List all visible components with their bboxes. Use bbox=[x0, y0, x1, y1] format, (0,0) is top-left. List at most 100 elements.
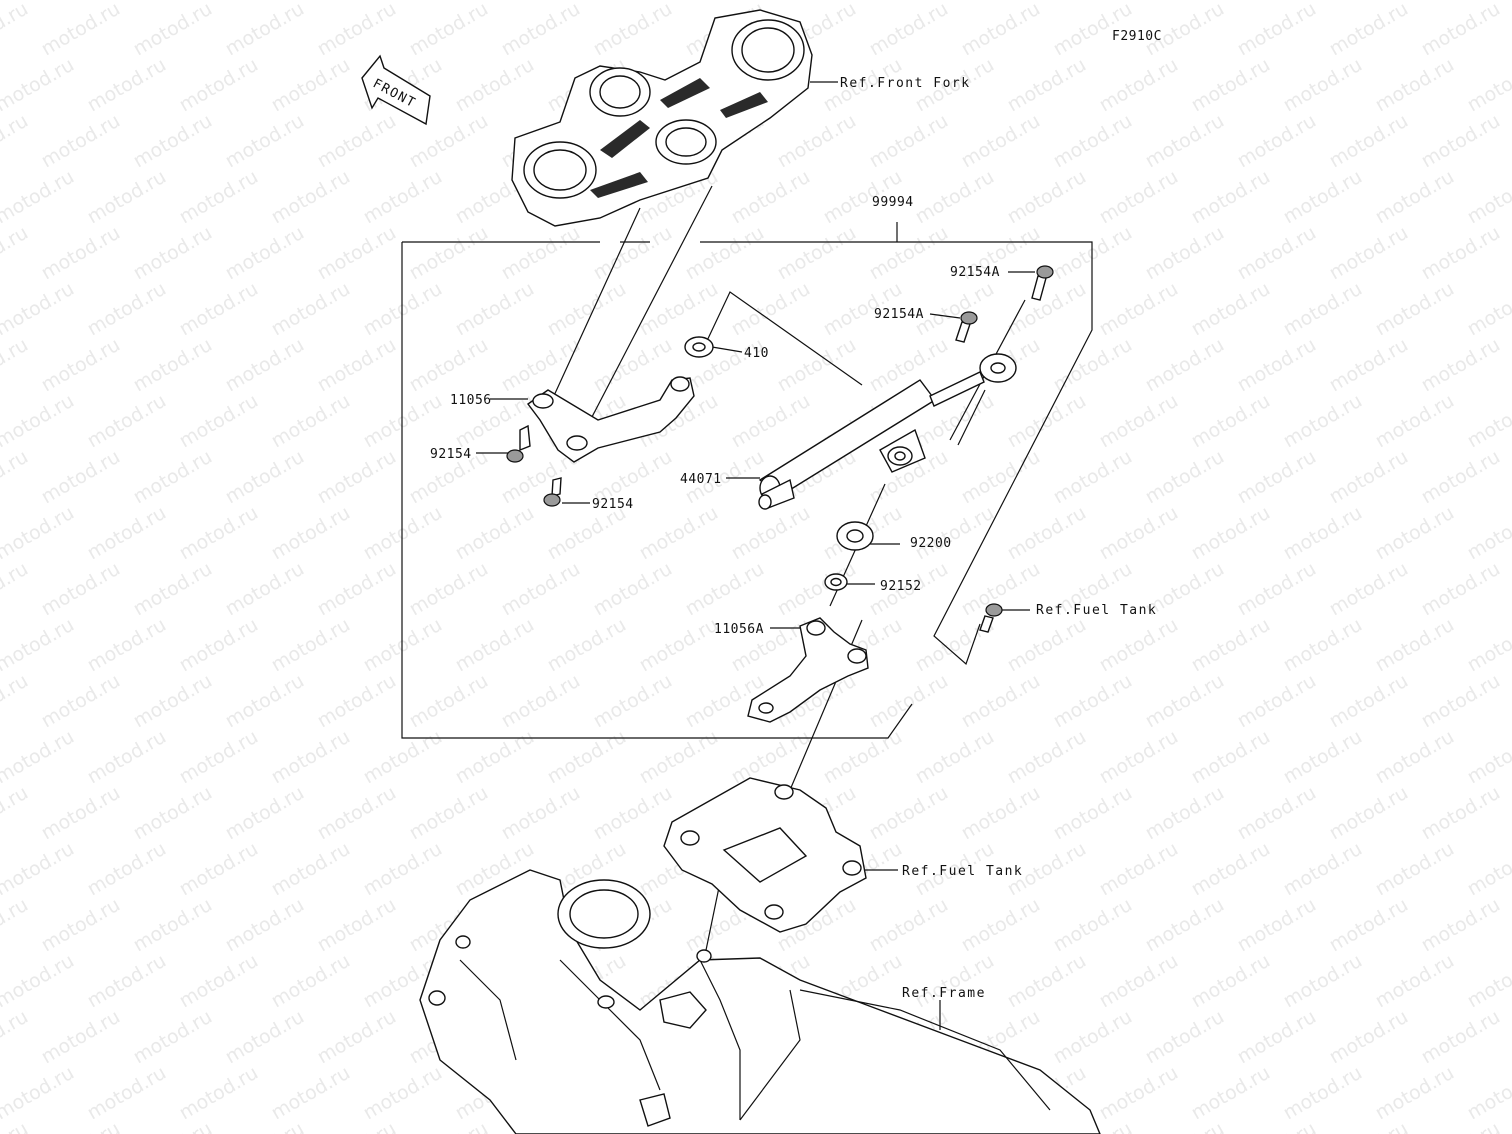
watermark-text: motod.ru bbox=[1096, 502, 1182, 565]
screw-92154-1 bbox=[506, 424, 531, 463]
watermark-text: motod.ru bbox=[820, 726, 906, 789]
watermark-text: motod.ru bbox=[0, 446, 32, 509]
watermark-text: motod.ru bbox=[958, 670, 1044, 733]
watermark-text: motod.ru bbox=[1050, 1006, 1136, 1069]
watermark-text: motod.ru bbox=[1004, 502, 1090, 565]
watermark-text: motod.ru bbox=[1234, 446, 1320, 509]
watermark-text: motod.ru bbox=[590, 670, 676, 733]
label-screw-92154A-1: 92154A bbox=[950, 265, 1000, 280]
watermark-text: motod.ru bbox=[1096, 54, 1182, 117]
watermark-text: motod.ru bbox=[728, 390, 814, 453]
watermark-text: motod.ru bbox=[1188, 54, 1274, 117]
watermark-text: motod.ru bbox=[360, 614, 446, 677]
watermark-text: motod.ru bbox=[360, 502, 446, 565]
watermark-text: motod.ru bbox=[1372, 278, 1458, 341]
watermark-text: motod.ru bbox=[1050, 446, 1136, 509]
watermark-text: motod.ru bbox=[1188, 0, 1274, 4]
watermark-text: motod.ru bbox=[498, 558, 584, 621]
watermark-text: motod.ru bbox=[0, 1006, 32, 1069]
watermark-text: motod.ru bbox=[1142, 222, 1228, 285]
watermark-text: motod.ru bbox=[1326, 1006, 1412, 1069]
watermark-text: motod.ru bbox=[728, 166, 814, 229]
watermark-text: motod.ru bbox=[912, 0, 998, 4]
watermark-text: motod.ru bbox=[1326, 446, 1412, 509]
watermark-text: motod.ru bbox=[1372, 950, 1458, 1013]
watermark-text: motod.ru bbox=[314, 670, 400, 733]
watermark-text: motod.ru bbox=[314, 334, 400, 397]
watermark-text: motod.ru bbox=[912, 726, 998, 789]
steering-damper-44071 bbox=[758, 353, 1017, 510]
watermark-text: motod.ru bbox=[84, 1062, 170, 1125]
watermark-text: motod.ru bbox=[1050, 894, 1136, 957]
watermark-text: motod.ru bbox=[268, 166, 354, 229]
watermark-text: motod.ru bbox=[544, 726, 630, 789]
watermark-text: motod.ru bbox=[1096, 614, 1182, 677]
watermark-text: motod.ru bbox=[1280, 726, 1366, 789]
watermark-text: motod.ru bbox=[1188, 390, 1274, 453]
watermark-text: motod.ru bbox=[1096, 726, 1182, 789]
watermark-text: motod.ru bbox=[1372, 54, 1458, 117]
label-nut-92152: 92152 bbox=[880, 579, 922, 594]
label-ref-fuel-tank: Ref.Fuel Tank bbox=[902, 864, 1023, 879]
watermark-text: motod.ru bbox=[0, 278, 78, 341]
watermark-text: motod.ru bbox=[360, 726, 446, 789]
watermark-text: motod.ru bbox=[0, 558, 32, 621]
watermark-text: motod.ru bbox=[1326, 670, 1412, 733]
watermark-text: motod.ru bbox=[1464, 950, 1512, 1013]
watermark-text: motod.ru bbox=[544, 278, 630, 341]
watermark-text: motod.ru bbox=[176, 1062, 262, 1125]
bracket-11056A bbox=[747, 617, 869, 723]
watermark-text: motod.ru bbox=[498, 334, 584, 397]
watermark-text: motod.ru bbox=[1280, 950, 1366, 1013]
watermark-text: motod.ru bbox=[866, 782, 952, 845]
watermark-text: motod.ru bbox=[0, 1062, 78, 1125]
watermark-text: motod.ru bbox=[84, 502, 170, 565]
watermark-text: motod.ru bbox=[866, 0, 952, 60]
watermark-text: motod.ru bbox=[544, 614, 630, 677]
watermark-text: motod.ru bbox=[38, 334, 124, 397]
watermark-text: motod.ru bbox=[1326, 222, 1412, 285]
label-collar-92200: 92200 bbox=[910, 536, 952, 551]
watermark-text: motod.ru bbox=[222, 1006, 308, 1069]
watermark-text: motod.ru bbox=[1188, 726, 1274, 789]
watermark-text: motod.ru bbox=[38, 1118, 124, 1134]
label-bracket-11056A: 11056A bbox=[714, 622, 764, 637]
watermark-text: motod.ru bbox=[636, 726, 722, 789]
label-washer-410: 410 bbox=[744, 346, 769, 361]
watermark-text: motod.ru bbox=[1142, 446, 1228, 509]
watermark-text: motod.ru bbox=[1004, 278, 1090, 341]
watermark-text: motod.ru bbox=[1188, 1062, 1274, 1125]
watermark-text: motod.ru bbox=[498, 782, 584, 845]
frame bbox=[419, 869, 1101, 1134]
watermark-text: motod.ru bbox=[1280, 838, 1366, 901]
watermark-text: motod.ru bbox=[0, 670, 32, 733]
watermark-text: motod.ru bbox=[1234, 558, 1320, 621]
watermark-text: motod.ru bbox=[0, 334, 32, 397]
watermark-text: motod.ru bbox=[1418, 894, 1504, 957]
watermark-text: motod.ru bbox=[1280, 614, 1366, 677]
watermark-text: motod.ru bbox=[360, 278, 446, 341]
watermark-text: motod.ru bbox=[38, 670, 124, 733]
watermark-text: motod.ru bbox=[406, 222, 492, 285]
watermark-text: motod.ru bbox=[38, 782, 124, 845]
watermark-text: motod.ru bbox=[590, 558, 676, 621]
watermark-text: motod.ru bbox=[176, 614, 262, 677]
watermark-text: motod.ru bbox=[0, 222, 32, 285]
watermark-text: motod.ru bbox=[314, 894, 400, 957]
watermark-text: motod.ru bbox=[130, 1118, 216, 1134]
watermark-text: motod.ru bbox=[1280, 166, 1366, 229]
watermark-text: motod.ru bbox=[728, 278, 814, 341]
watermark-text: motod.ru bbox=[222, 558, 308, 621]
watermark-text: motod.ru bbox=[0, 0, 32, 60]
watermark-text: motod.ru bbox=[314, 1006, 400, 1069]
watermark-text: motod.ru bbox=[866, 222, 952, 285]
watermark-text: motod.ru bbox=[176, 950, 262, 1013]
watermark-text: motod.ru bbox=[1234, 782, 1320, 845]
watermark-text: motod.ru bbox=[222, 222, 308, 285]
watermark-text: motod.ru bbox=[314, 782, 400, 845]
screw-92154A-2 bbox=[955, 311, 978, 343]
watermark-text: motod.ru bbox=[314, 446, 400, 509]
watermark-text: motod.ru bbox=[406, 558, 492, 621]
watermark-text: motod.ru bbox=[544, 0, 630, 4]
watermark-text: motod.ru bbox=[774, 110, 860, 173]
